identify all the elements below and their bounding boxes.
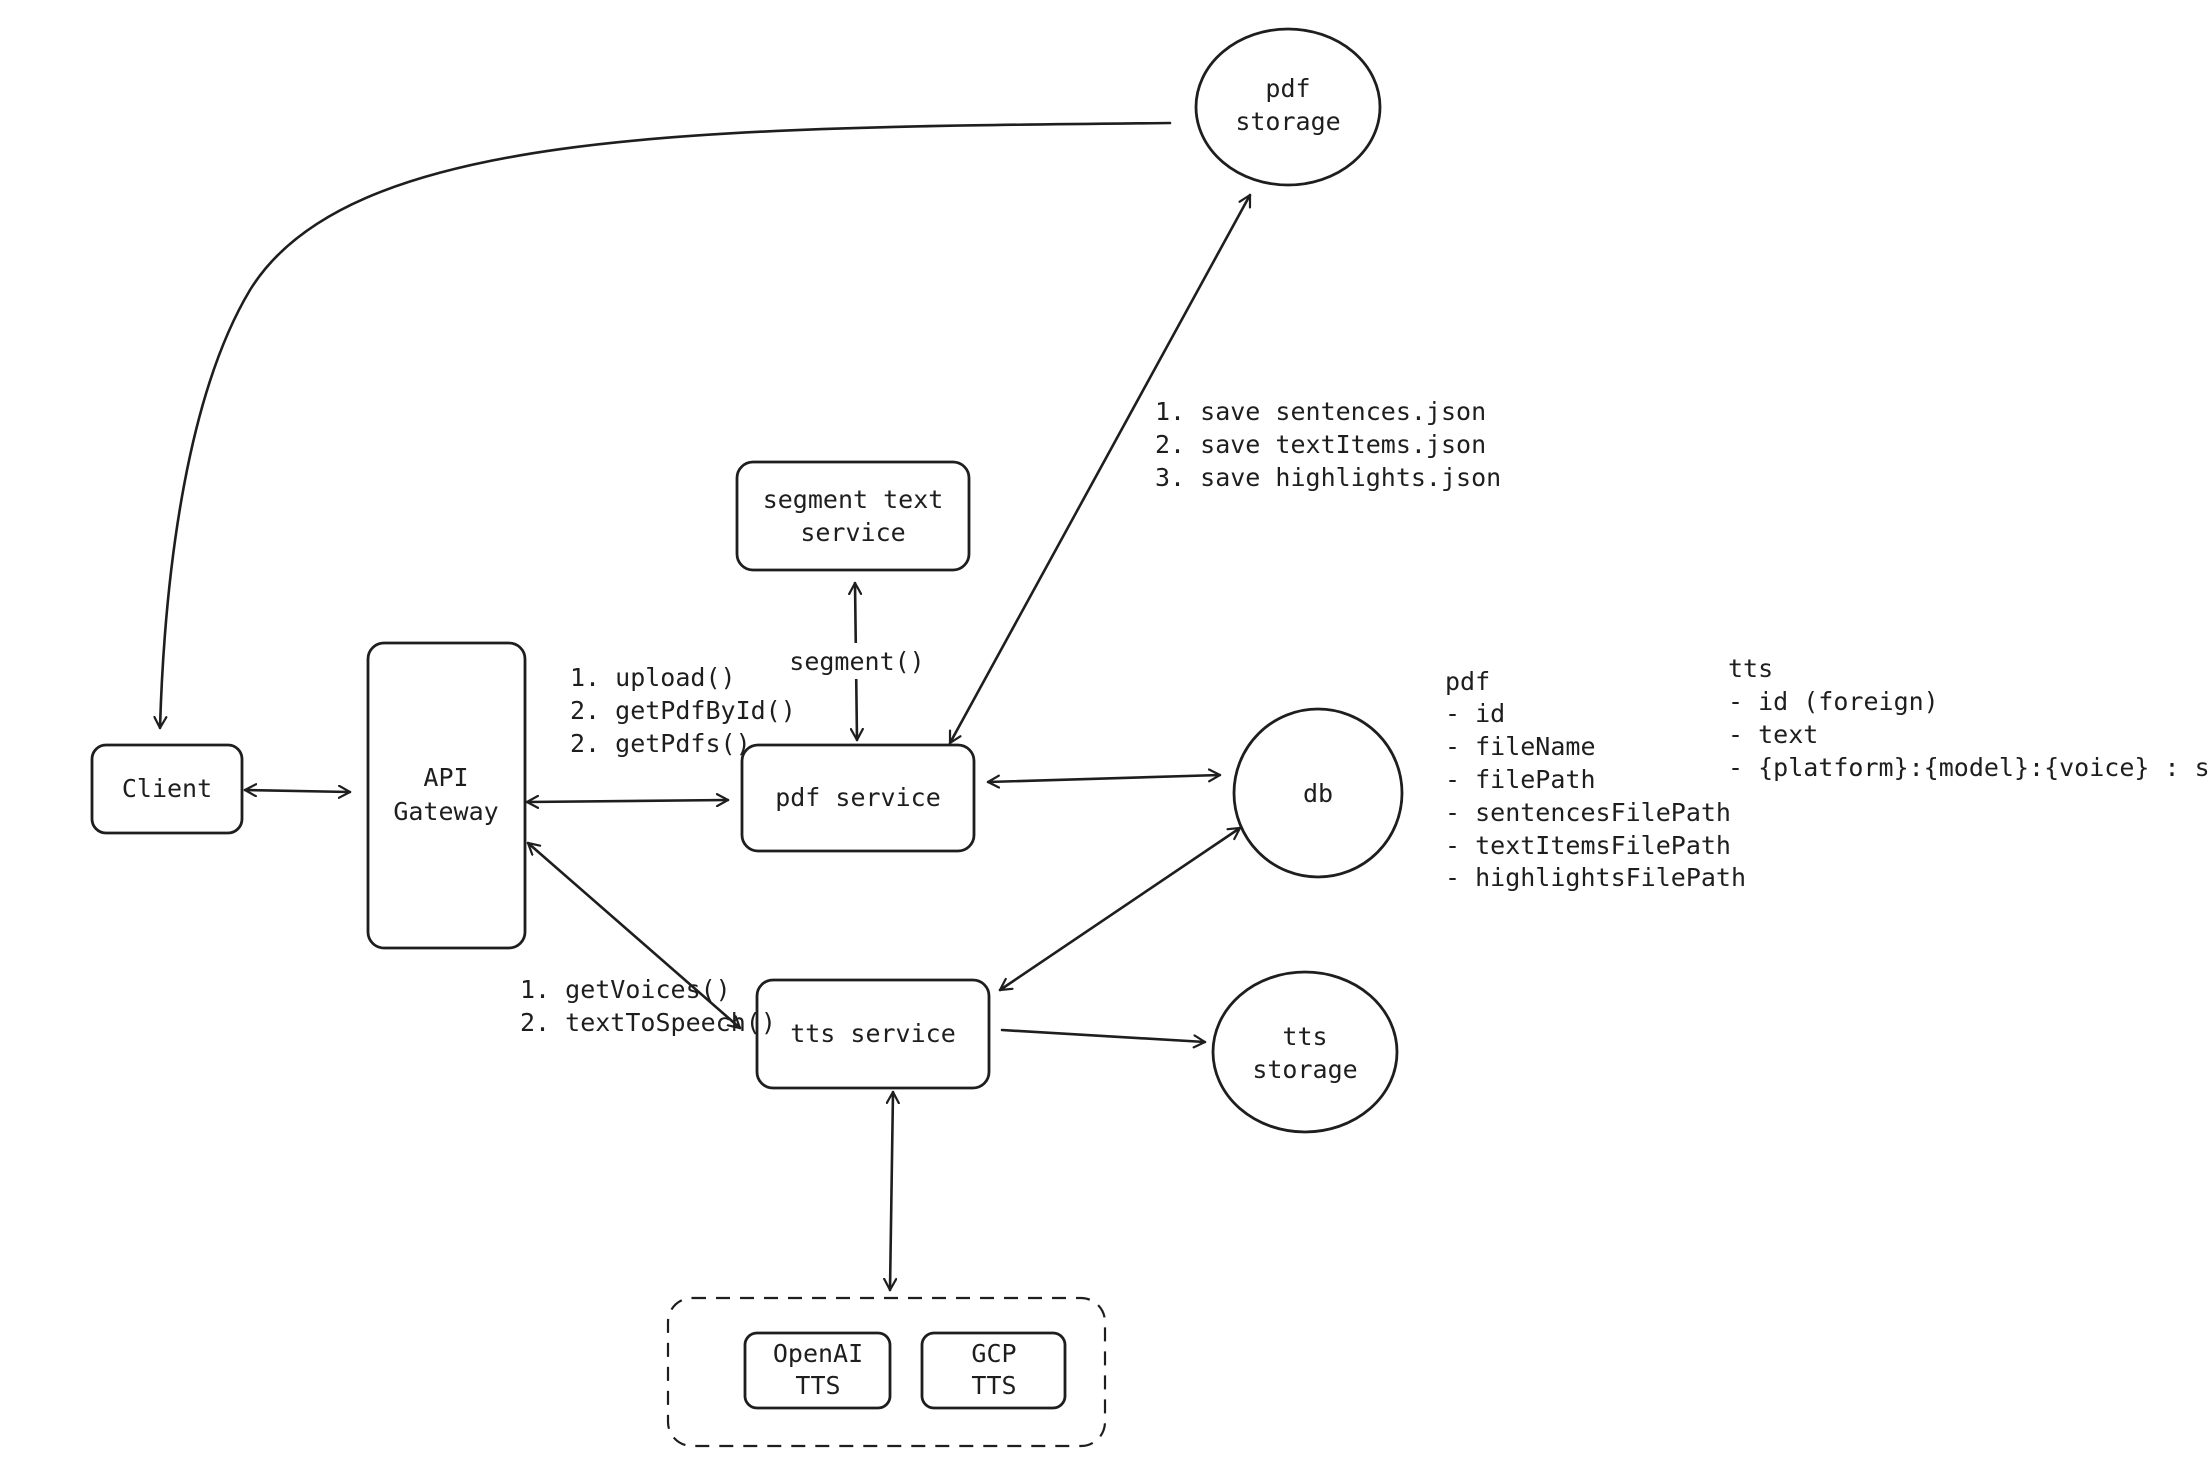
api-gateway-node[interactable]: API Gateway [366, 641, 527, 950]
edge-pdf-storage-to-client [160, 121, 1172, 730]
edge-label-line: 2. textToSpeech() [520, 1008, 776, 1037]
pdf-schema: pdf - id - fileName - filePath - sentenc… [1445, 667, 1746, 892]
schema-line: - filePath [1445, 765, 1596, 794]
node-label: GCP [971, 1339, 1016, 1368]
schema-line: pdf [1445, 667, 1490, 696]
edge-label-line: 3. save highlights.json [1155, 463, 1501, 492]
schema-line: - id [1445, 699, 1505, 728]
schema-line: tts [1728, 654, 1773, 683]
edge-label-pdf-storage-save: 1. save sentences.json 2. save textItems… [1155, 397, 1501, 492]
schema-line: - {platform}:{model}:{voice} : string [1728, 753, 2210, 782]
edge-pdf-service-pdf-storage [948, 193, 1252, 745]
node-label: storage [1235, 107, 1340, 136]
edge-label-segment: segment() [789, 643, 925, 679]
node-label: tts service [790, 1019, 956, 1048]
edge-tts-service-db [998, 826, 1242, 992]
node-label: segment text [763, 485, 944, 514]
tts-service-node[interactable]: tts service [755, 978, 991, 1090]
edge-label-line: 1. save sentences.json [1155, 397, 1486, 426]
node-label: db [1303, 779, 1333, 808]
node-label: Client [122, 774, 212, 803]
edge-tts-service-providers [890, 1090, 893, 1292]
node-label: pdf [1265, 74, 1310, 103]
schema-line: - textItemsFilePath [1445, 831, 1731, 860]
edge-api-gateway-tts-service [526, 841, 742, 1030]
edge-tts-service-tts-storage [1000, 1028, 1207, 1042]
edge-label-line: 1. getVoices() [520, 975, 731, 1004]
segment-text-service-node[interactable]: segment text service [735, 460, 971, 572]
edges [160, 121, 1252, 1292]
node-label: service [800, 518, 905, 547]
edge-client-api-gateway [243, 790, 352, 792]
client-node[interactable]: Client [90, 743, 244, 835]
node-label: OpenAI [773, 1339, 863, 1368]
schema-line: - sentencesFilePath [1445, 798, 1731, 827]
edge-label-line: 2. save textItems.json [1155, 430, 1486, 459]
schema-line: - id (foreign) [1728, 687, 1939, 716]
tts-storage-node[interactable]: tts storage [1211, 970, 1399, 1134]
node-label: tts [1282, 1022, 1327, 1051]
edge-label-line: 2. getPdfById() [570, 696, 796, 725]
edge-api-gateway-pdf-service [525, 800, 730, 802]
edge-label-gateway-pdf: 1. upload() 2. getPdfById() 2. getPdfs() [570, 663, 796, 758]
node-label: TTS [971, 1371, 1016, 1400]
pdf-service-node[interactable]: pdf service [740, 743, 976, 853]
db-node[interactable]: db [1232, 707, 1404, 879]
node-label: pdf service [775, 783, 941, 812]
node-label: storage [1252, 1055, 1357, 1084]
edge-label-line: segment() [789, 647, 924, 676]
edge-label-line: 2. getPdfs() [570, 729, 751, 758]
openai-tts-node[interactable]: OpenAI TTS [743, 1331, 892, 1410]
schema-line: - text [1728, 720, 1818, 749]
tts-providers-group [666, 1296, 1107, 1448]
schema-line: - highlightsFilePath [1445, 863, 1746, 892]
pdf-storage-node[interactable]: pdf storage [1194, 27, 1382, 187]
edge-label-gateway-tts: 1. getVoices() 2. textToSpeech() [520, 975, 776, 1037]
node-label: TTS [795, 1371, 840, 1400]
node-label: API [423, 763, 468, 792]
gcp-tts-node[interactable]: GCP TTS [920, 1331, 1067, 1410]
edge-label-line: 1. upload() [570, 663, 736, 692]
node-label: Gateway [393, 797, 498, 826]
schema-line: - fileName [1445, 732, 1596, 761]
tts-schema: tts - id (foreign) - text - {platform}:{… [1728, 654, 2210, 782]
edge-pdf-service-db [986, 775, 1222, 782]
